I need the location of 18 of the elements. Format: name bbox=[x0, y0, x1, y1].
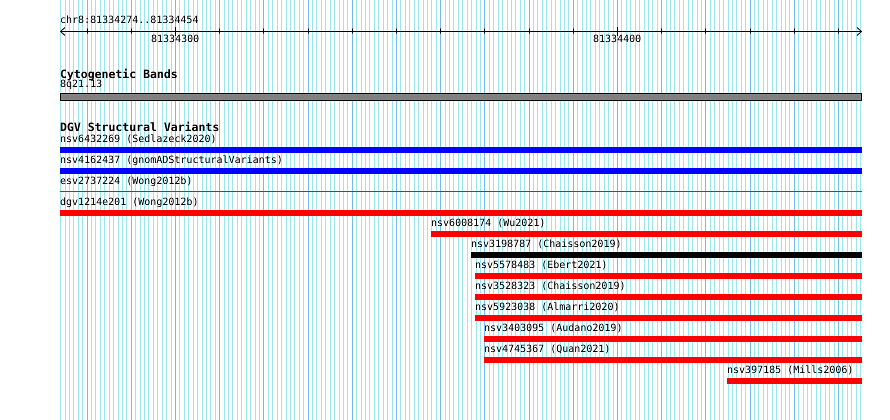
tick-label: 81334400 bbox=[593, 34, 642, 46]
feature-label: nsv3528323 (Chaisson2019) bbox=[475, 281, 626, 293]
feature-label: 8q21.13 bbox=[60, 79, 102, 91]
feature-label: nsv4162437 (gnomADStructuralVariants) bbox=[60, 155, 283, 167]
feature-label: esv2737224 (Wong2012b) bbox=[60, 176, 192, 188]
feature-label: nsv397185 (Mills2006) bbox=[727, 365, 854, 377]
feature-label: nsv5578483 (Ebert2021) bbox=[475, 260, 608, 272]
track-title: DGV Structural Variants bbox=[60, 121, 220, 134]
feature-label: nsv4745367 (Quan2021) bbox=[484, 344, 610, 356]
feature-label: nsv3198787 (Chaisson2019) bbox=[471, 239, 622, 251]
feature-label: nsv6432269 (Sedlazeck2020) bbox=[60, 134, 217, 146]
feature-label: nsv6008174 (Wu2021) bbox=[431, 218, 546, 230]
location-label: chr8:81334274..81334454 bbox=[60, 15, 198, 27]
track-title: Cytogenetic Bands bbox=[60, 68, 178, 81]
feature-label: dgv1214e201 (Wong2012b) bbox=[60, 197, 198, 209]
feature-label: nsv3403095 (Audano2019) bbox=[484, 323, 622, 335]
feature-label: nsv5923038 (Almarri2020) bbox=[475, 302, 620, 314]
tick-label: 81334300 bbox=[151, 34, 200, 46]
